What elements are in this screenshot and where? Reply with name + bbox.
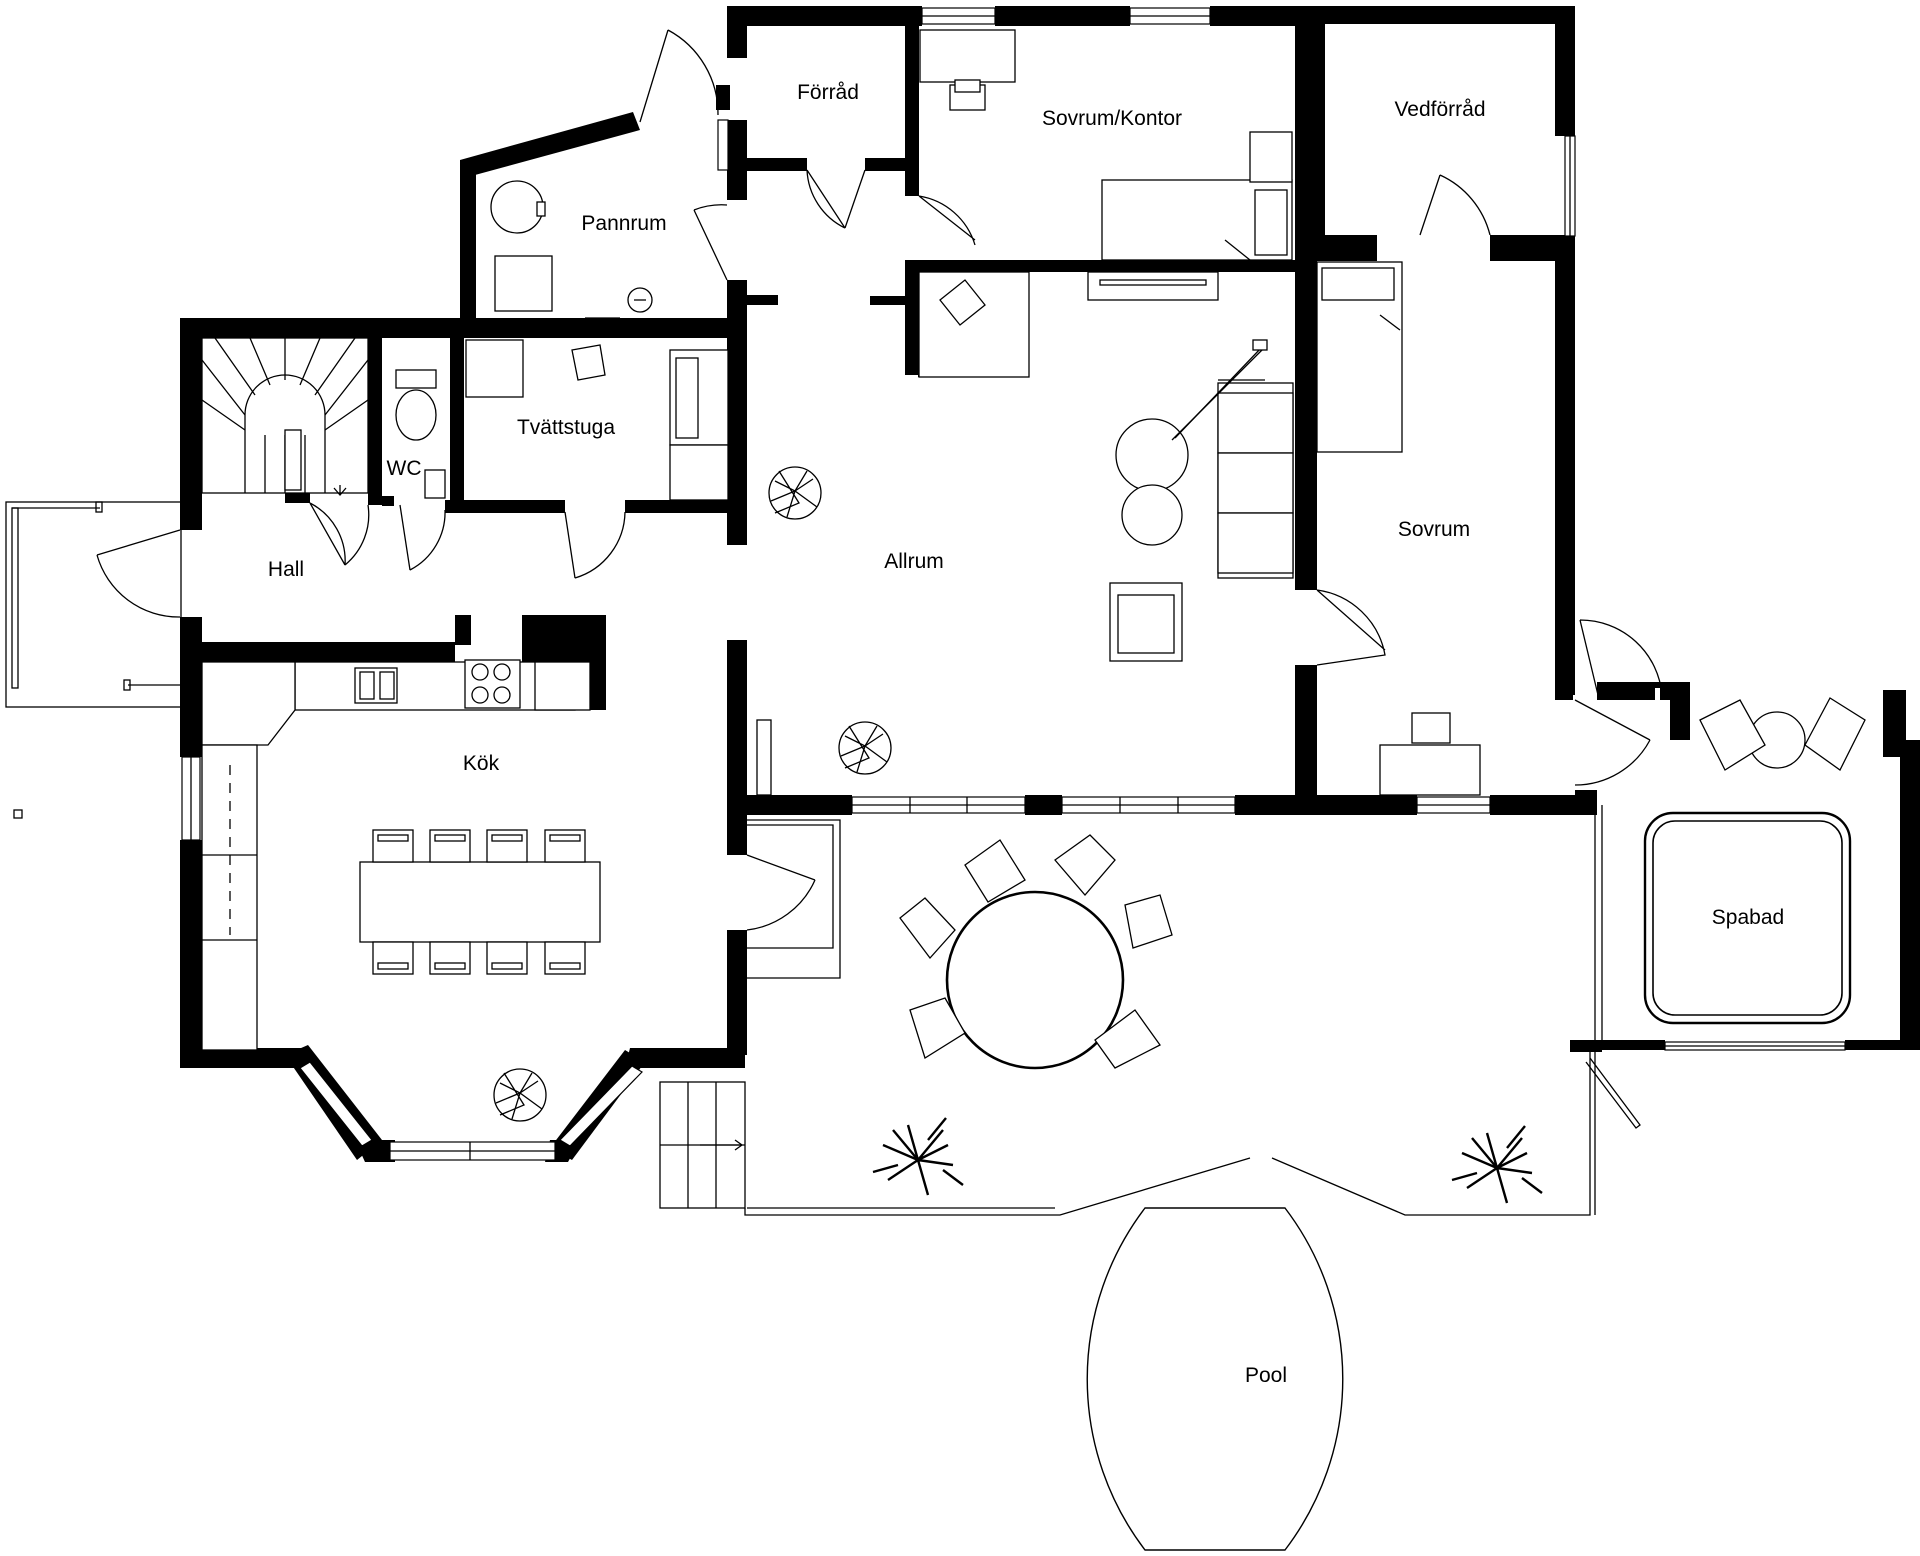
pool-area: Pool (1086, 1207, 1344, 1551)
room-label-spabad: Spabad (1712, 906, 1784, 929)
room-label-sovrum: Sovrum (1398, 518, 1470, 541)
terrace-table (945, 890, 1125, 1070)
room-label-hall: Hall (268, 558, 304, 581)
boiler (490, 180, 544, 234)
room-label-kok: Kök (463, 752, 500, 775)
spa-tub (1643, 811, 1852, 1025)
plant-icon (838, 721, 892, 775)
dining-table (359, 861, 601, 943)
terrace (659, 804, 1641, 1216)
plants (493, 466, 1543, 1204)
room-label-vedforrad: Vedförråd (1394, 98, 1485, 121)
room-label-sovrum-kontor: Sovrum/Kontor (1042, 107, 1182, 130)
walls (180, 6, 1920, 1162)
room-label-forrad: Förråd (797, 81, 859, 104)
pool (1086, 1207, 1344, 1551)
plant-icon (768, 466, 822, 520)
entrance-porch (5, 501, 182, 819)
room-label-wc: WC (387, 457, 422, 480)
palm-icon (1451, 1125, 1543, 1204)
doors (96, 29, 1663, 979)
staircase (201, 337, 369, 496)
room-label-pannrum: Pannrum (581, 212, 666, 235)
room-label-tvattstuga: Tvättstuga (517, 416, 615, 439)
room-label-pool: Pool (1245, 1364, 1287, 1387)
windows (181, 7, 1846, 1161)
room-label-allrum: Allrum (884, 550, 944, 573)
plant-icon (493, 1068, 547, 1122)
furniture (201, 29, 1866, 1070)
palm-icon (872, 1117, 964, 1196)
room-labels: Förråd Sovrum/Kontor Vedförråd Pannrum T… (268, 81, 1784, 929)
